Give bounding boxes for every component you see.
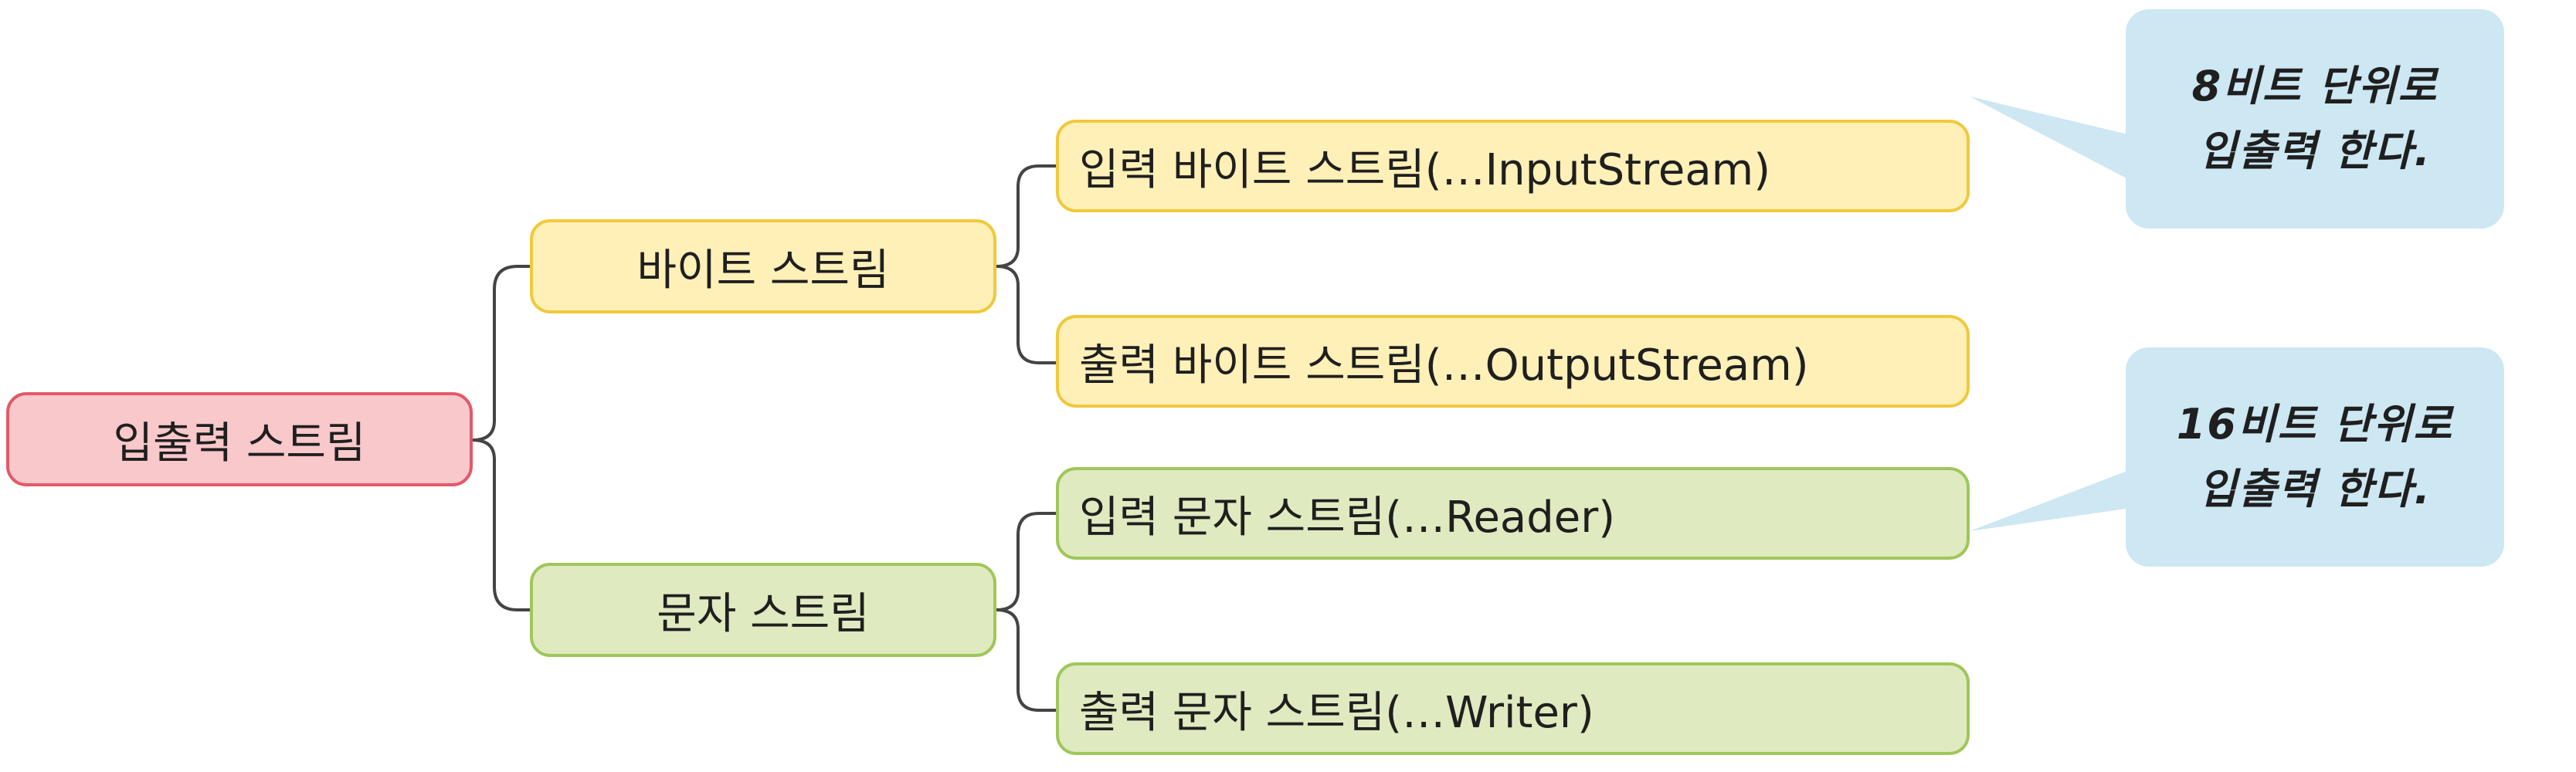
callout-8bit-line-1: 8비트 단위로 (2191, 62, 2439, 111)
callout-16bit: 16비트 단위로 입출력 한다. (2126, 347, 2504, 567)
callout-pointer-2 (1970, 463, 2147, 531)
root-node: 입출력 스트림 (6, 392, 473, 486)
connector-byte-input (995, 164, 1057, 268)
char-stream-label: 문자 스트림 (657, 588, 870, 639)
connector-root-char (471, 438, 531, 611)
byte-stream-node: 바이트 스트림 (530, 219, 996, 313)
callout-8bit-line-2: 입출력 한다. (2198, 127, 2432, 175)
connector-char-reader (995, 512, 1057, 611)
callout-pointer-1 (1970, 96, 2147, 189)
connector-byte-output (995, 265, 1057, 364)
output-char-stream-label: 출력 문자 스트림(…Writer) (1079, 687, 1594, 738)
connector-root-byte (471, 265, 531, 442)
input-byte-stream-label: 입력 바이트 스트림(…InputStream) (1079, 144, 1771, 195)
callout-16bit-line-1: 16비트 단위로 (2176, 400, 2454, 449)
callout-16bit-line-2: 입출력 한다. (2198, 465, 2432, 513)
byte-stream-label: 바이트 스트림 (636, 245, 890, 296)
output-byte-stream-node: 출력 바이트 스트림(…OutputStream) (1056, 315, 1970, 408)
input-char-stream-node: 입력 문자 스트림(…Reader) (1056, 467, 1970, 560)
char-stream-node: 문자 스트림 (530, 563, 996, 657)
connector-char-writer (995, 608, 1057, 712)
input-byte-stream-node: 입력 바이트 스트림(…InputStream) (1056, 120, 1970, 212)
root-node-label: 입출력 스트림 (113, 418, 366, 469)
callout-8bit: 8비트 단위로 입출력 한다. (2126, 9, 2504, 229)
output-char-stream-node: 출력 문자 스트림(…Writer) (1056, 662, 1970, 755)
output-byte-stream-label: 출력 바이트 스트림(…OutputStream) (1079, 340, 1809, 391)
input-char-stream-label: 입력 문자 스트림(…Reader) (1079, 492, 1616, 543)
